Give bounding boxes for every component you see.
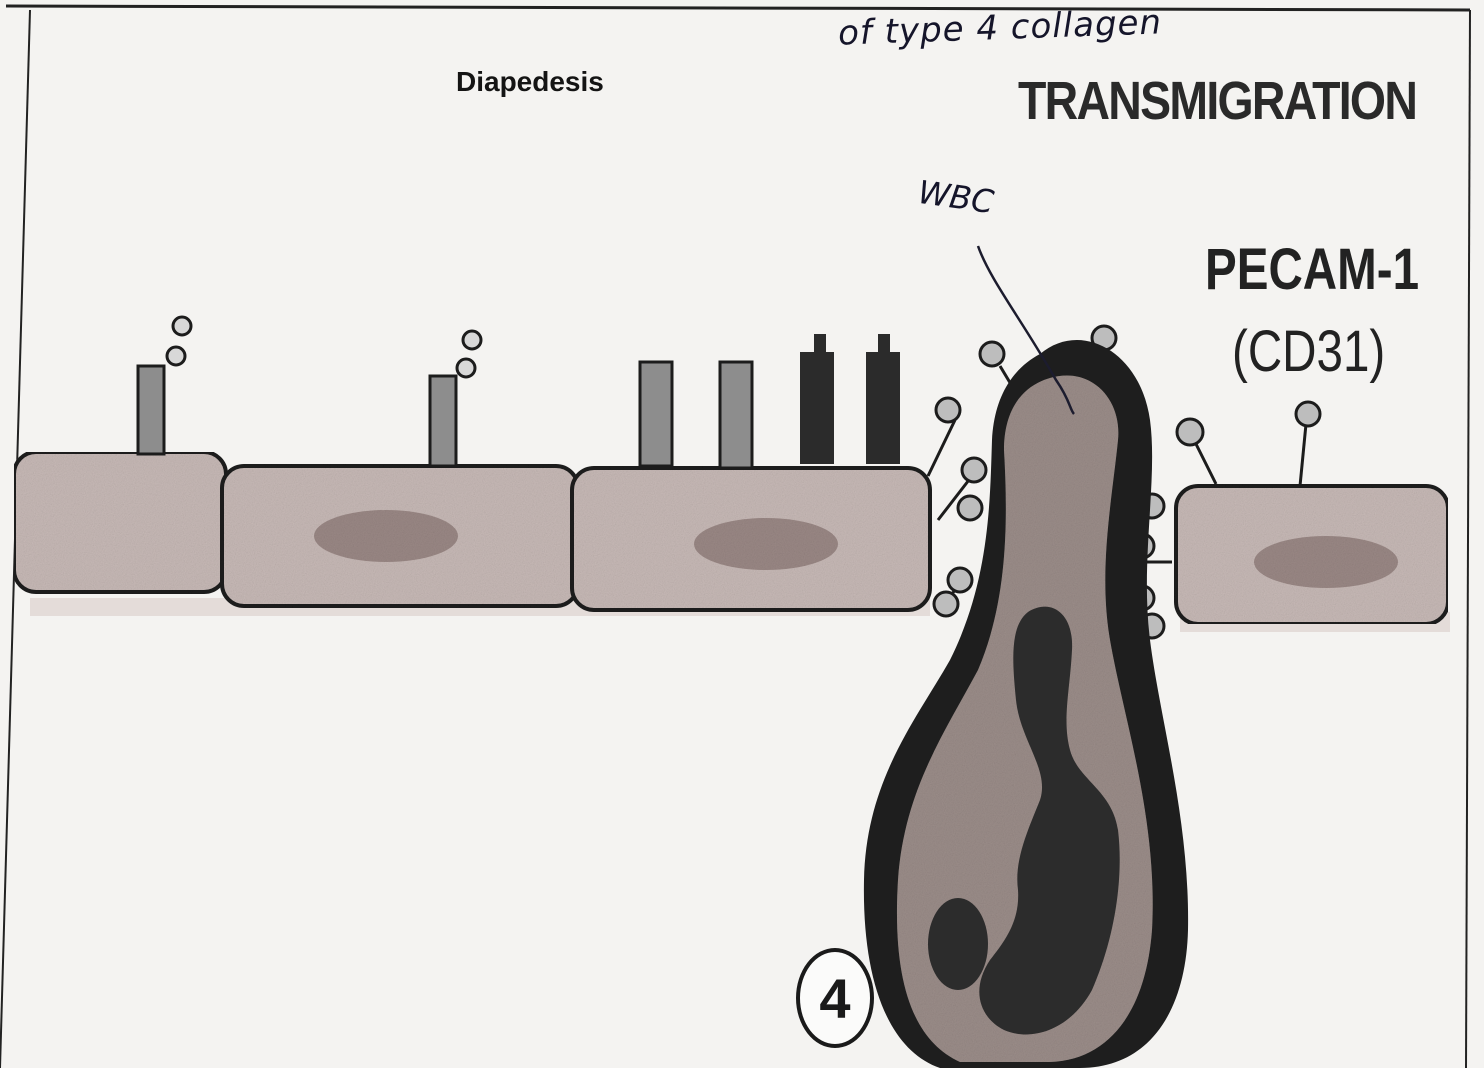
stage-title: TRANSMIGRATION [1018, 70, 1416, 132]
selectin-receptor-2 [430, 376, 456, 466]
integrin-receptor-dark-2 [866, 334, 900, 464]
nucleus-cell-4 [1254, 536, 1398, 588]
endothelial-cell-1 [14, 452, 226, 592]
step-number-badge: 4 [796, 948, 874, 1048]
wbc-leukocyte [864, 340, 1188, 1068]
nucleus-cell-2 [314, 510, 458, 562]
cd31-label: (CD31) [1232, 318, 1385, 385]
integrin-ligand-2 [720, 362, 752, 468]
pecam-label: PECAM-1 [1205, 236, 1419, 303]
diagram-title: Diapedesis [456, 66, 604, 98]
selectin-receptor-1 [138, 366, 164, 454]
integrin-receptor-dark-1 [800, 334, 834, 464]
endothelial-cells [14, 452, 1448, 624]
integrin-ligand-1 [640, 362, 672, 466]
nucleus-cell-3 [694, 518, 838, 570]
wbc-nucleus-lobe [928, 898, 988, 990]
